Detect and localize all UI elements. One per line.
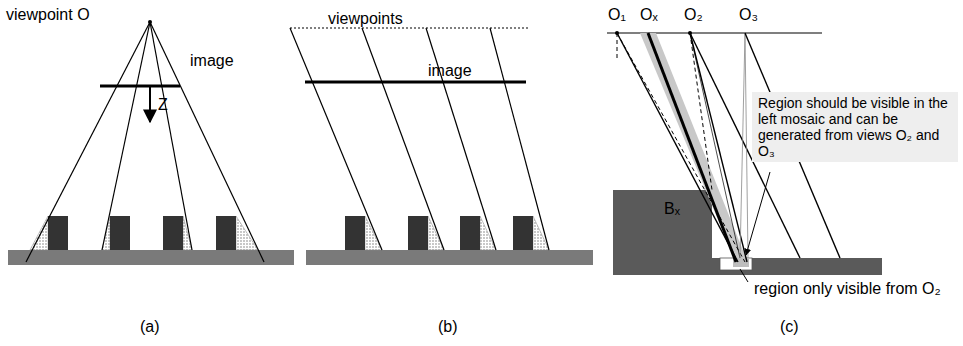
viewpoint-label: Oₓ	[640, 6, 658, 24]
panel-b	[290, 28, 593, 265]
panel-label: (a)	[140, 318, 160, 336]
note-label: region only visible from O₂	[752, 280, 943, 298]
image-label: image	[428, 62, 472, 80]
panel-label: (c)	[780, 318, 799, 336]
callout-box: Region should be visible in the left mos…	[752, 92, 958, 162]
viewpoint-label: viewpoint O	[6, 6, 90, 24]
viewpoint-label: O₃	[739, 6, 758, 24]
callout-text: Region should be visible in the left mos…	[758, 95, 952, 159]
viewpoints-label: viewpoints	[328, 10, 403, 28]
panel-a	[8, 20, 294, 265]
point-label: Bₓ	[664, 200, 680, 218]
panel-label: (b)	[438, 318, 458, 336]
image-label: image	[190, 52, 234, 70]
viewpoint-label: O₁	[608, 6, 626, 24]
axis-label: Z	[158, 96, 168, 114]
viewpoint-label: O₂	[684, 6, 703, 24]
